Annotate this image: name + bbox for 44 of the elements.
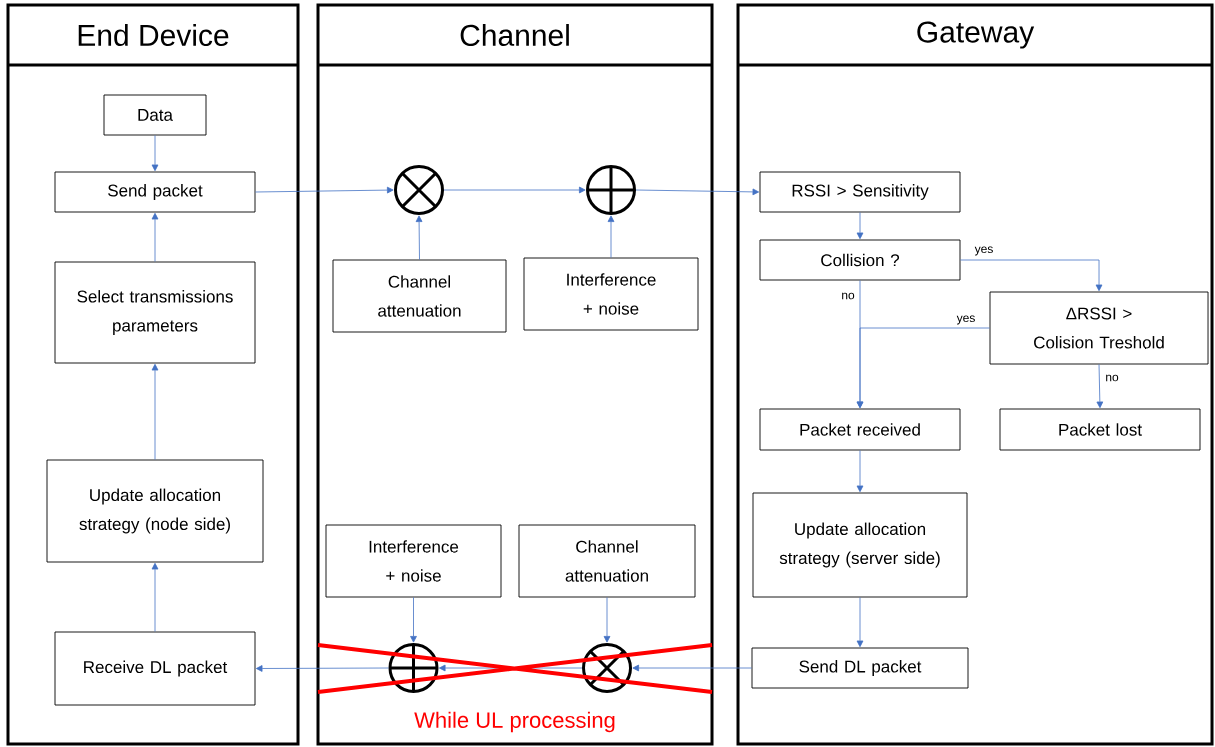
- arrow: [635, 188, 760, 196]
- process-box: Interference + noise: [523, 257, 699, 331]
- plus-circle: [388, 643, 439, 693]
- arrow: [856, 212, 864, 240]
- arrow: [151, 212, 159, 262]
- note-text: While UL processing: [414, 711, 615, 733]
- arrow: [151, 363, 159, 460]
- arrow: [960, 259, 1103, 292]
- arrow: [603, 597, 611, 643]
- edge-label: no: [842, 292, 855, 300]
- process-box: Receive DL packet: [54, 631, 256, 706]
- process-box: Select transmissions parameters: [54, 261, 256, 364]
- arrow: [856, 597, 864, 648]
- process-box: Channel attenuation: [518, 524, 696, 598]
- times-circle: [582, 643, 632, 693]
- arrow: [1096, 364, 1104, 409]
- arrow: [856, 327, 990, 409]
- process-box: Update allocation strategy (server side): [752, 492, 968, 598]
- process-box: RSSI > Sensitivity: [759, 171, 961, 213]
- process-box: Update allocation strategy (node side): [46, 459, 264, 563]
- arrow: [255, 665, 389, 672]
- process-box: Channel attenuation: [332, 259, 507, 333]
- process-box: Send packet: [54, 171, 256, 213]
- arrow: [632, 664, 752, 672]
- arrow: [443, 186, 586, 194]
- arrow: [410, 597, 417, 643]
- plus-circle: [586, 165, 636, 215]
- edge-label: yes: [956, 315, 975, 325]
- edge-label: yes: [974, 246, 993, 256]
- edge-label: no: [1106, 374, 1119, 382]
- arrow: [415, 215, 423, 260]
- process-box: ΔRSSI > Colision Treshold: [989, 291, 1209, 365]
- arrow: [151, 135, 159, 172]
- process-box: Send DL packet: [751, 647, 969, 689]
- times-circle: [394, 165, 444, 215]
- process-box: Packet lost: [999, 408, 1201, 451]
- arrow: [151, 562, 159, 632]
- arrow: [255, 186, 394, 194]
- process-box: Data: [103, 94, 207, 136]
- arrow: [856, 450, 864, 493]
- process-box: Packet received: [759, 408, 961, 451]
- arrow: [607, 215, 615, 258]
- process-box: Interference + noise: [325, 524, 502, 598]
- process-box: Collision ?: [759, 239, 961, 281]
